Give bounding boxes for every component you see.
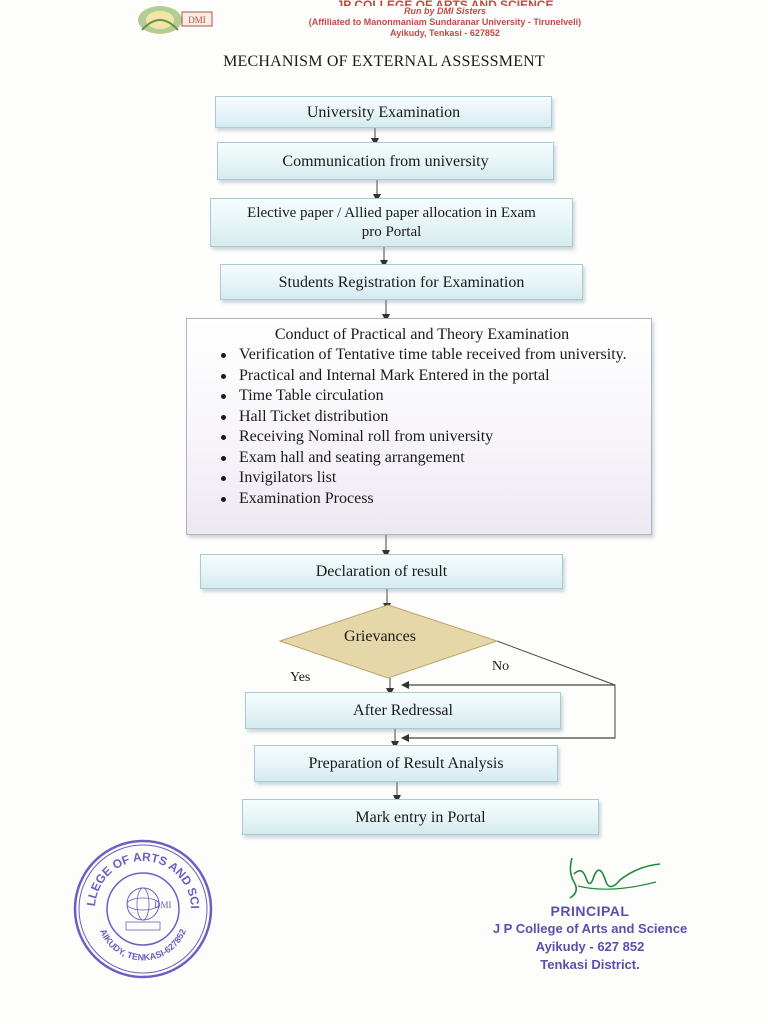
- step-university-examination: University Examination: [215, 96, 552, 128]
- step-mark-entry: Mark entry in Portal: [242, 799, 599, 835]
- conduct-item: Verification of Tentative time table rec…: [217, 345, 637, 366]
- step-elective-line1: Elective paper / Allied paper allocation…: [247, 204, 536, 221]
- step-students-registration: Students Registration for Examination: [220, 264, 583, 300]
- page-title: MECHANISM OF EXTERNAL ASSESSMENT: [223, 53, 545, 70]
- address-text: Ayikudy, Tenkasi - 627852: [390, 28, 500, 38]
- step-conduct-examination: Conduct of Practical and Theory Examinat…: [186, 318, 652, 535]
- step-after-redressal: After Redressal: [245, 692, 561, 729]
- step-communication-from-university: Communication from university: [217, 142, 554, 180]
- conduct-title: Conduct of Practical and Theory Examinat…: [274, 326, 570, 343]
- conduct-item: Invigilators list: [217, 468, 637, 489]
- yes-label: Yes: [290, 670, 311, 685]
- principal-title: PRINCIPAL: [550, 903, 630, 919]
- affiliation-text: (Affiliated to Manonmaniam Sundaranar Un…: [308, 17, 582, 27]
- conduct-item: Hall Ticket distribution: [217, 407, 637, 428]
- conduct-item: Receiving Nominal roll from university: [217, 427, 637, 448]
- conduct-item: Exam hall and seating arrangement: [217, 448, 637, 469]
- grievances-diamond: [278, 604, 499, 679]
- principal-address: Ayikudy - 627 852: [535, 939, 645, 954]
- conduct-item: Time Table circulation: [217, 386, 637, 407]
- step-declaration-of-result: Declaration of result: [200, 554, 563, 589]
- principal-signature: [560, 852, 670, 902]
- svg-text:DMI: DMI: [154, 900, 172, 910]
- principal-block: PRINCIPAL J P College of Arts and Scienc…: [470, 902, 710, 974]
- step-elective-line2: pro Portal: [361, 223, 422, 240]
- college-logo: DMI: [132, 2, 220, 36]
- conduct-list: Verification of Tentative time table rec…: [217, 345, 637, 509]
- college-name: JP COLLEGE OF ARTS AND SCIENCE: [225, 0, 665, 6]
- college-seal: JP COLLEGE OF ARTS AND SCIENCE AIKUDY, T…: [65, 827, 216, 980]
- run-by-text: Run by DMI Sisters: [403, 6, 486, 16]
- decision-grievances-label: Grievances: [344, 628, 416, 645]
- no-label: No: [492, 659, 510, 674]
- conduct-item: Examination Process: [217, 489, 637, 510]
- principal-district: Tenkasi District.: [540, 957, 640, 972]
- step-result-analysis: Preparation of Result Analysis: [254, 745, 558, 782]
- step-elective-allocation: Elective paper / Allied paper allocation…: [210, 198, 573, 247]
- svg-text:DMI: DMI: [188, 15, 206, 25]
- principal-college: J P College of Arts and Science: [492, 921, 688, 936]
- college-header: JP COLLEGE OF ARTS AND SCIENCE Run by DM…: [225, 0, 665, 39]
- conduct-item: Practical and Internal Mark Entered in t…: [217, 366, 637, 387]
